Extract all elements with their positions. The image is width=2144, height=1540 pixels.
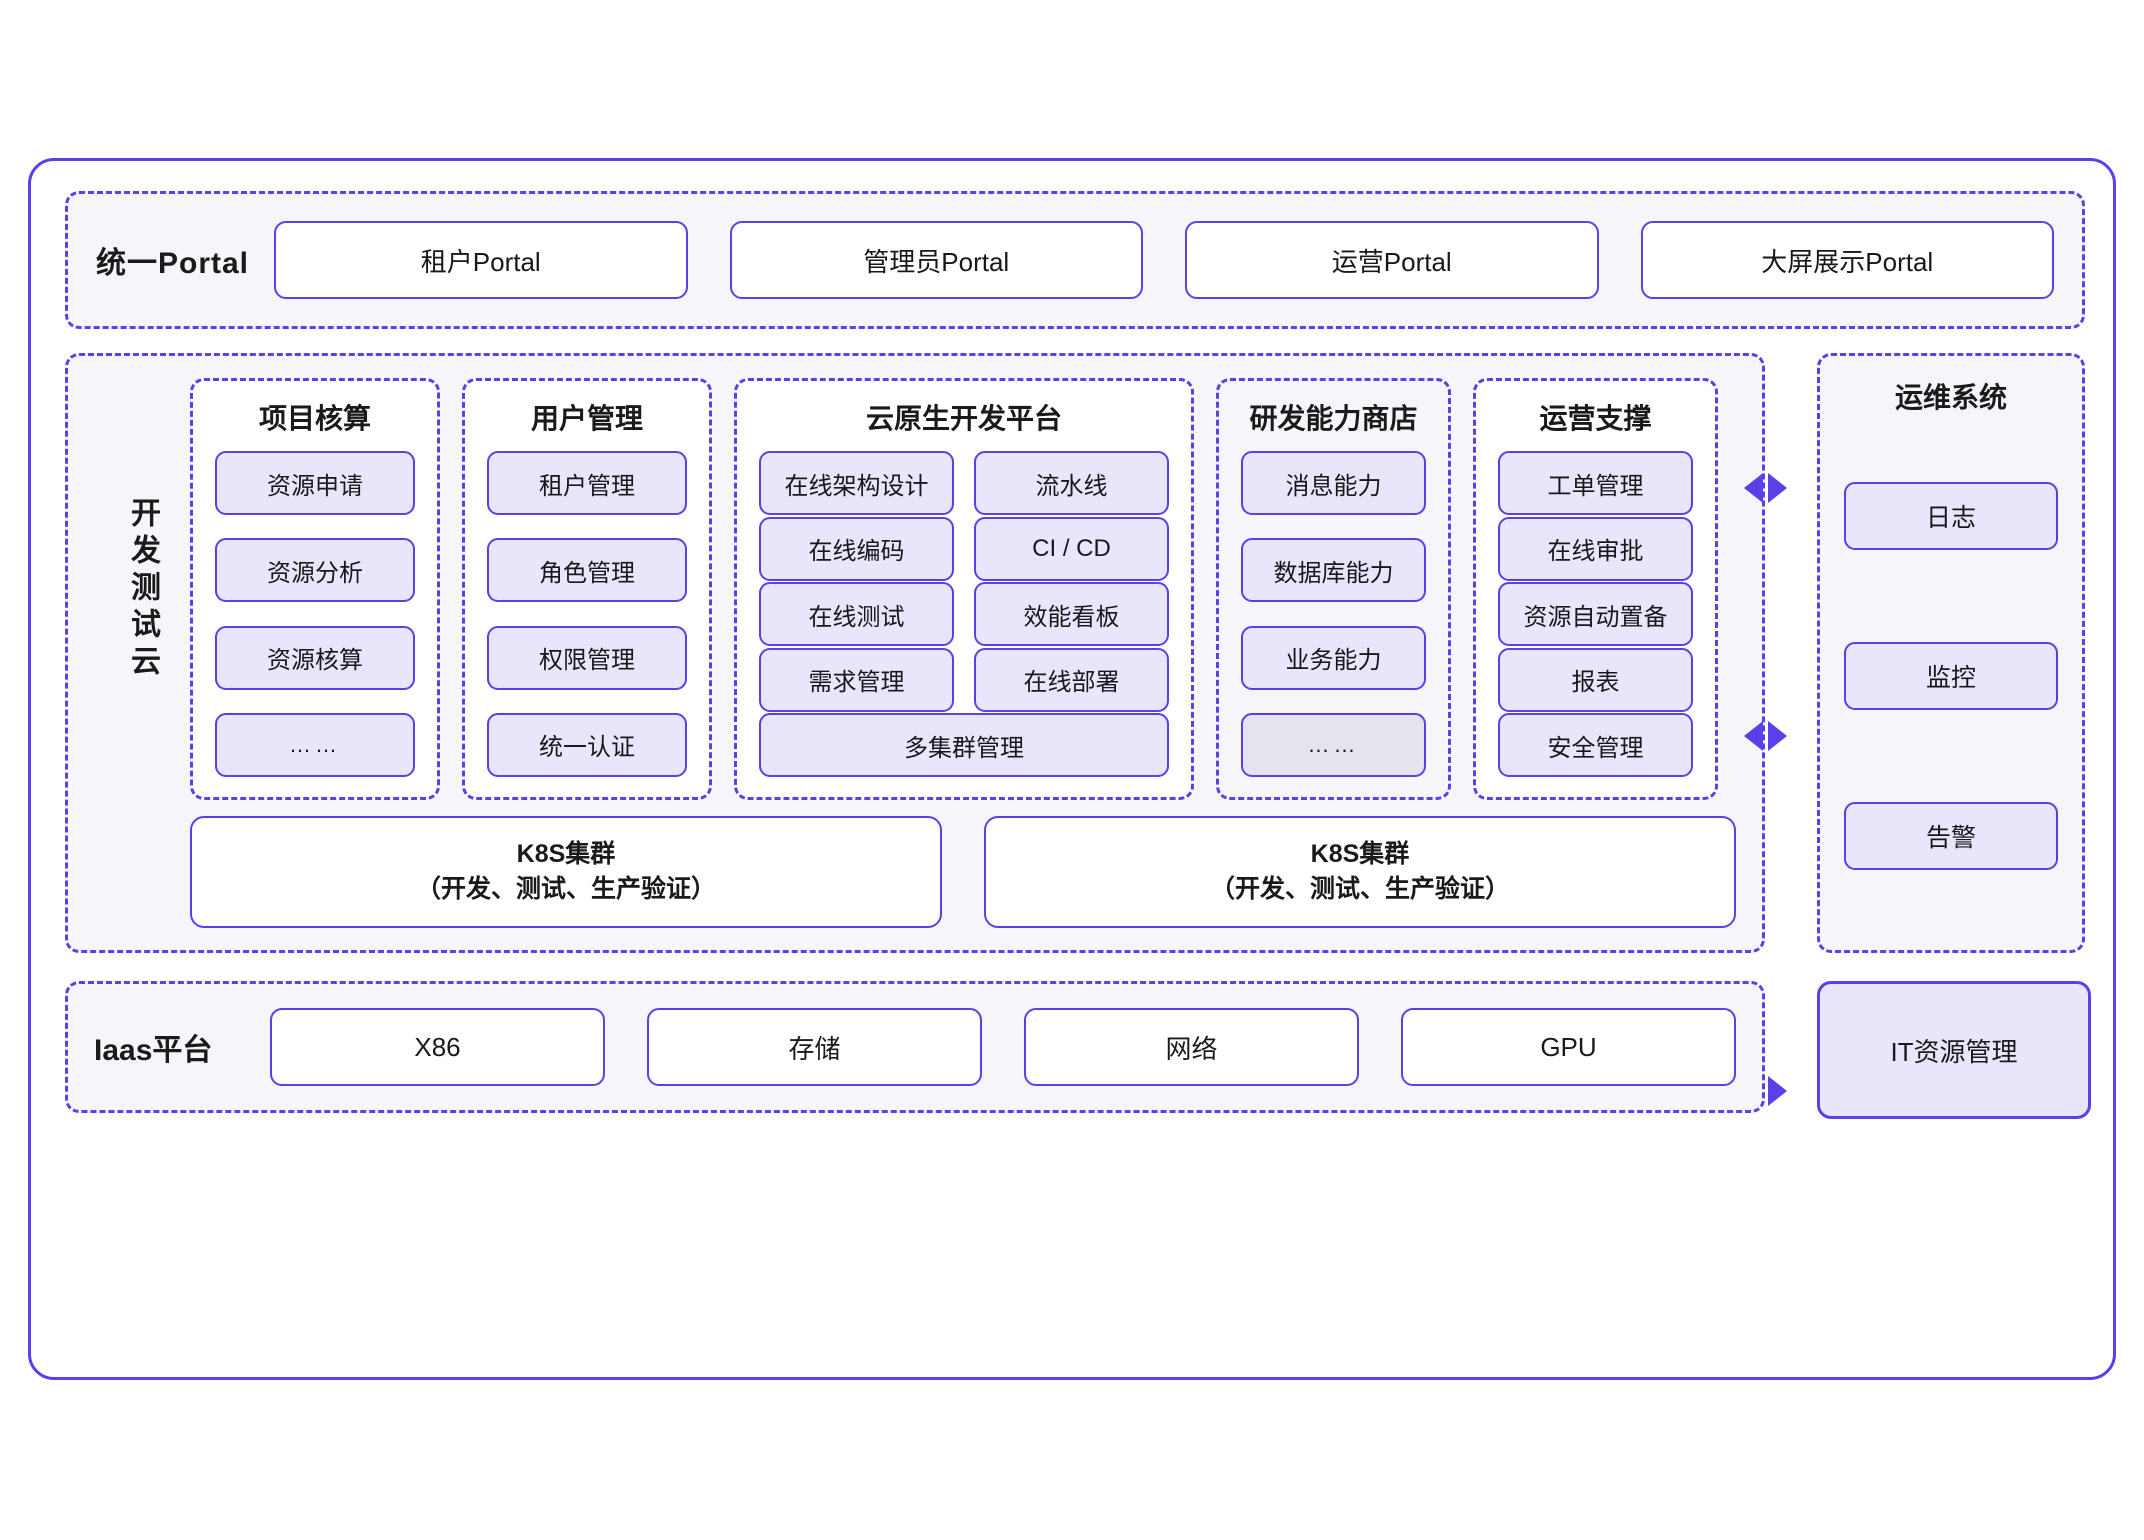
iaas-platform-title: Iaas平台: [94, 1034, 213, 1067]
architecture-diagram: 统一Portal 租户Portal 管理员Portal 运营Portal 大屏展…: [28, 158, 2116, 1380]
ops-system-item-list: 日志 监控 告警: [1844, 436, 2058, 930]
k8s-cluster-box-1[interactable]: K8S集群 （开发、测试、生产验证）: [190, 816, 942, 928]
arrow-right-icon: [1768, 1076, 1787, 1106]
group-item-list: 工单管理 在线审批 资源自动置备 报表 安全管理: [1498, 451, 1693, 777]
group-user-management: 用户管理 租户管理 角色管理 权限管理 统一认证: [462, 378, 712, 800]
chip-report[interactable]: 报表: [1498, 647, 1693, 712]
iaas-box-list: X86 存储 网络 GPU: [270, 1008, 1736, 1086]
chip-resource-application[interactable]: 资源申请: [215, 451, 415, 515]
devtest-cloud-body: 开发测试云 项目核算 资源申请 资源分析 资源核算 ……: [94, 378, 1736, 800]
unified-portal-title: 统一Portal: [96, 247, 250, 280]
chip-auto-provisioning[interactable]: 资源自动置备: [1498, 582, 1693, 646]
iaas-box-network[interactable]: 网络: [1024, 1008, 1359, 1086]
bidirectional-arrow-icon-ops-top: [1744, 473, 1787, 503]
group-item-list: 消息能力 数据库能力 业务能力 ……: [1241, 451, 1426, 777]
ops-system-title: 运维系统: [1894, 382, 2007, 413]
arrow-left-icon: [1744, 473, 1763, 503]
platform-row-3: 在线测试 效能看板: [759, 582, 1169, 646]
iaas-box-x86[interactable]: X86: [270, 1008, 605, 1086]
group-title: 云原生开发平台: [865, 403, 1062, 434]
chip-online-deployment[interactable]: 在线部署: [974, 647, 1169, 712]
group-capability-store: 研发能力商店 消息能力 数据库能力 业务能力 ……: [1216, 378, 1451, 800]
ellipsis-label: ……: [1307, 731, 1360, 757]
group-title: 用户管理: [530, 403, 643, 434]
chip-monitoring[interactable]: 监控: [1844, 642, 2058, 710]
chip-business-capability[interactable]: 业务能力: [1241, 625, 1426, 690]
platform-row-2: 在线编码 CI / CD: [759, 516, 1169, 581]
unified-portal-section: 统一Portal 租户Portal 管理员Portal 运营Portal 大屏展…: [65, 191, 2085, 329]
k8s-cluster-box-2[interactable]: K8S集群 （开发、测试、生产验证）: [984, 816, 1736, 928]
chip-online-architecture-design[interactable]: 在线架构设计: [759, 451, 954, 515]
portal-box-tenant[interactable]: 租户Portal: [274, 221, 688, 299]
capability-group-row: 项目核算 资源申请 资源分析 资源核算 …… 用户管理 租户管理: [190, 378, 1736, 800]
main-area: 开发测试云 项目核算 资源申请 资源分析 资源核算 ……: [65, 353, 2085, 953]
chip-permission-management[interactable]: 权限管理: [487, 625, 687, 690]
group-project-accounting: 项目核算 资源申请 资源分析 资源核算 ……: [190, 378, 440, 800]
chip-online-coding[interactable]: 在线编码: [759, 516, 954, 581]
chip-ticket-management[interactable]: 工单管理: [1498, 451, 1693, 515]
chip-ci-cd[interactable]: CI / CD: [974, 516, 1169, 581]
k8s-title: K8S集群: [516, 839, 616, 868]
platform-row-1: 在线架构设计 流水线: [759, 451, 1169, 515]
chip-security-management[interactable]: 安全管理: [1498, 713, 1693, 777]
portal-box-admin[interactable]: 管理员Portal: [729, 221, 1143, 299]
arrow-left-icon: [1744, 721, 1763, 751]
chip-online-approval[interactable]: 在线审批: [1498, 516, 1693, 581]
portal-box-list: 租户Portal 管理员Portal 运营Portal 大屏展示Portal: [274, 221, 2054, 299]
group-title: 项目核算: [258, 403, 371, 434]
chip-more-capability[interactable]: ……: [1241, 712, 1426, 777]
chip-online-testing[interactable]: 在线测试: [759, 582, 954, 646]
chip-log[interactable]: 日志: [1844, 482, 2058, 550]
portal-box-operations[interactable]: 运营Portal: [1185, 221, 1599, 299]
it-resource-management-box[interactable]: IT资源管理: [1817, 981, 2091, 1119]
group-operation-support: 运营支撑 工单管理 在线审批 资源自动置备 报表 安全管理: [1473, 378, 1718, 800]
chip-requirement-management[interactable]: 需求管理: [759, 647, 954, 712]
arrow-right-icon: [1768, 473, 1787, 503]
chip-resource-analysis[interactable]: 资源分析: [215, 538, 415, 603]
group-cloud-native-platform: 云原生开发平台 在线架构设计 流水线 在线编码 CI / CD: [734, 378, 1194, 800]
chip-pipeline[interactable]: 流水线: [974, 451, 1169, 515]
chip-multi-cluster-management[interactable]: 多集群管理: [759, 713, 1169, 777]
ellipsis-label: ……: [289, 731, 341, 757]
iaas-platform-section: Iaas平台 X86 存储 网络 GPU: [65, 981, 1765, 1113]
arrow-right-icon: [1768, 721, 1787, 751]
bidirectional-arrow-icon-ops-bottom: [1744, 721, 1787, 751]
chip-alarm[interactable]: 告警: [1844, 802, 2058, 870]
ops-system-section: 运维系统 日志 监控 告警: [1817, 353, 2085, 953]
chip-role-management[interactable]: 角色管理: [487, 538, 687, 603]
group-item-grid: 在线架构设计 流水线 在线编码 CI / CD 在线测试 效能看板: [759, 451, 1169, 777]
group-title: 研发能力商店: [1249, 403, 1418, 434]
chip-resource-accounting[interactable]: 资源核算: [215, 625, 415, 690]
devtest-cloud-label: 开发测试云: [126, 496, 159, 682]
platform-row-4: 需求管理 在线部署: [759, 647, 1169, 712]
portal-box-bigscreen[interactable]: 大屏展示Portal: [1640, 221, 2054, 299]
group-item-list: 租户管理 角色管理 权限管理 统一认证: [487, 451, 687, 777]
group-item-list: 资源申请 资源分析 资源核算 ……: [215, 451, 415, 777]
k8s-subtitle: （开发、测试、生产验证）: [1209, 875, 1510, 903]
k8s-title: K8S集群: [1310, 839, 1410, 868]
k8s-cluster-row: K8S集群 （开发、测试、生产验证） K8S集群 （开发、测试、生产验证）: [94, 816, 1736, 928]
chip-unified-auth[interactable]: 统一认证: [487, 712, 687, 777]
iaas-box-storage[interactable]: 存储: [647, 1008, 982, 1086]
chip-more-project[interactable]: ……: [215, 712, 415, 777]
chip-efficiency-dashboard[interactable]: 效能看板: [974, 582, 1169, 646]
chip-tenant-management[interactable]: 租户管理: [487, 451, 687, 515]
k8s-subtitle: （开发、测试、生产验证）: [415, 875, 716, 903]
devtest-cloud-section: 开发测试云 项目核算 资源申请 资源分析 资源核算 ……: [65, 353, 1765, 953]
iaas-box-gpu[interactable]: GPU: [1401, 1008, 1736, 1086]
group-title: 运营支撑: [1539, 403, 1652, 434]
chip-database-capability[interactable]: 数据库能力: [1241, 538, 1426, 603]
chip-message-capability[interactable]: 消息能力: [1241, 451, 1426, 515]
